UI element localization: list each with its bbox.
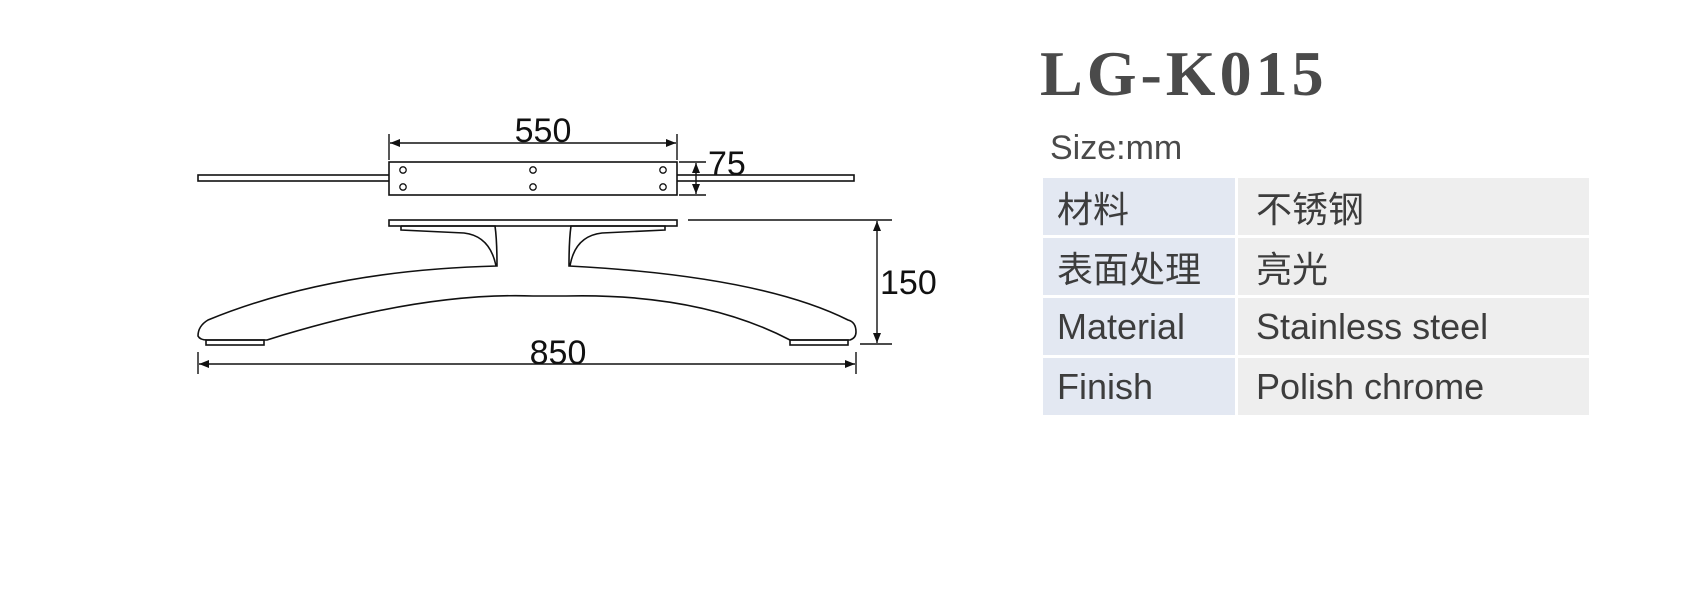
spec-key: Material (1043, 296, 1238, 358)
model-title: LG-K015 (1040, 38, 1328, 109)
spec-table: 材料 不锈钢 表面处理 亮光 Material Stainless steel … (1043, 178, 1589, 418)
dim-label-550: 550 (515, 112, 572, 150)
spec-value: 亮光 (1236, 236, 1589, 298)
spec-key: 材料 (1043, 178, 1238, 238)
side-view (197, 219, 857, 346)
spec-value: Stainless steel (1236, 296, 1589, 358)
top-view (197, 161, 855, 196)
spec-row: Finish Polish chrome (1043, 356, 1589, 418)
top-plate (388, 219, 678, 227)
mounting-holes (399, 166, 667, 191)
spec-value: Polish chrome (1236, 356, 1589, 418)
spec-row: Material Stainless steel (1043, 296, 1589, 358)
spec-row: 材料 不锈钢 (1043, 178, 1589, 238)
left-foot (205, 339, 265, 346)
base-arm (197, 225, 857, 341)
dim-label-850: 850 (530, 334, 587, 372)
size-unit-label: Size:mm (1050, 129, 1183, 167)
dim-label-150: 150 (880, 264, 937, 302)
mounting-plate (388, 161, 678, 196)
spec-key: 表面处理 (1043, 236, 1238, 298)
technical-drawing: 550 75 150 850 (197, 112, 937, 374)
spec-row: 表面处理 亮光 (1043, 236, 1589, 298)
dimension-lines (197, 134, 892, 374)
right-foot (789, 339, 849, 346)
spec-key: Finish (1043, 356, 1238, 418)
spec-value: 不锈钢 (1236, 178, 1589, 238)
dim-label-75: 75 (708, 145, 746, 183)
